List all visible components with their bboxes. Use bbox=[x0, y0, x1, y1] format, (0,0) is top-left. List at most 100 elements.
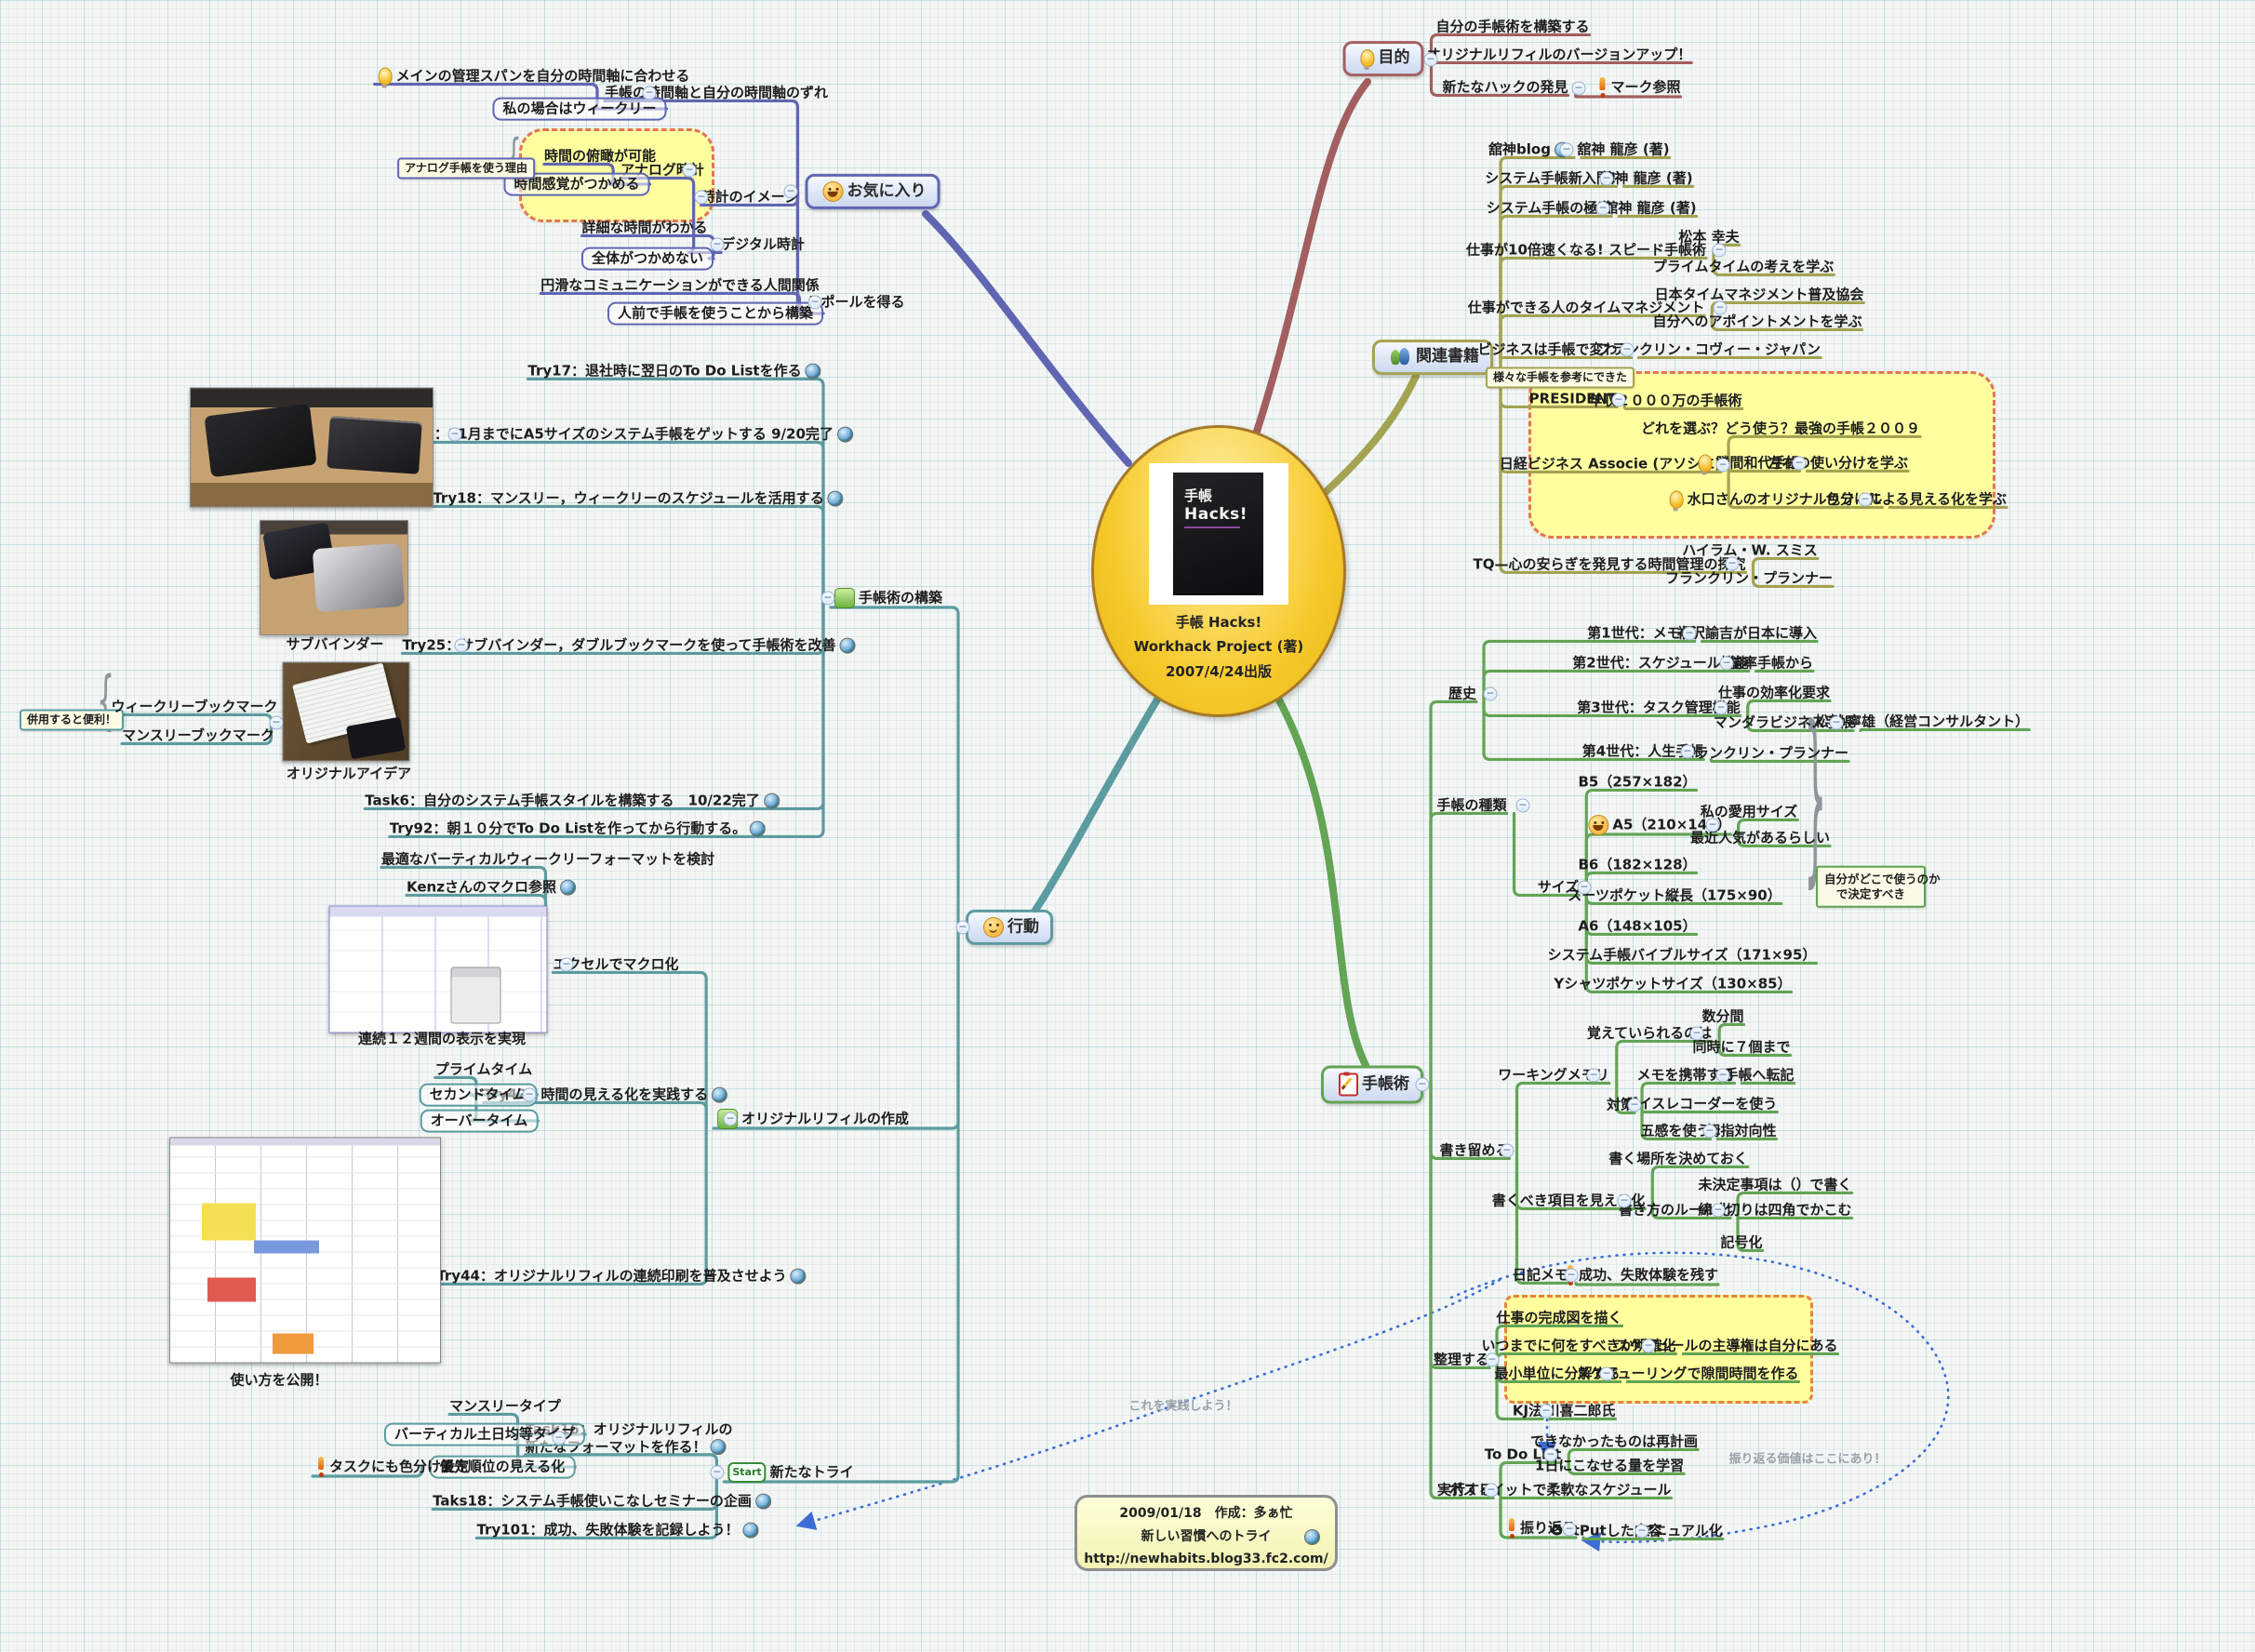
node-h4[interactable]: 第4世代：人生手帳 bbox=[1582, 743, 1703, 761]
collapse-toggle[interactable]: − bbox=[1484, 1483, 1499, 1498]
collapse-toggle[interactable]: − bbox=[1564, 1268, 1579, 1283]
node-b5b[interactable]: 自分へのアポイントメントを学ぶ bbox=[1652, 313, 1861, 331]
globe-icon[interactable] bbox=[710, 1439, 727, 1455]
collapse-toggle[interactable]: − bbox=[1577, 880, 1592, 895]
node-w2[interactable]: 対策 bbox=[1607, 1097, 1635, 1114]
node-k0[interactable]: 書くべき項目を見える化 bbox=[1492, 1192, 1646, 1210]
node-n1c1[interactable]: タスクにも色分け設定 bbox=[313, 1457, 469, 1477]
collapse-toggle[interactable]: − bbox=[1714, 700, 1728, 715]
node-kj[interactable]: KJ法 bbox=[1513, 1403, 1542, 1420]
node-s5[interactable]: A6（148×105） bbox=[1578, 918, 1696, 936]
collapse-toggle[interactable]: − bbox=[1559, 142, 1574, 157]
collapse-toggle[interactable]: − bbox=[1562, 1522, 1577, 1537]
node-w2c1[interactable]: 拇指対向性 bbox=[1706, 1123, 1776, 1140]
node-h4a[interactable]: フランクリン・プランナー bbox=[1681, 745, 1848, 763]
node-b2[interactable]: システム手帳新入門! bbox=[1485, 170, 1616, 188]
node-k1[interactable]: 書く場所を決めておく bbox=[1608, 1151, 1748, 1168]
node-refill[interactable]: オリジナルリフィルの作成 bbox=[714, 1109, 909, 1129]
collapse-toggle[interactable]: − bbox=[682, 163, 697, 178]
node-b7b[interactable]: フランクリン・プランナー bbox=[1665, 570, 1833, 588]
collapse-toggle[interactable]: − bbox=[269, 715, 284, 730]
node-a4[interactable]: Try25：サブバインダー，ダブルブックマークを使って手帳術を改善 bbox=[403, 637, 860, 655]
node-o1[interactable]: 仕事の完成図を描く bbox=[1496, 1310, 1621, 1327]
node-act[interactable]: 行動 bbox=[966, 909, 1053, 946]
collapse-toggle[interactable]: − bbox=[955, 920, 970, 935]
node-w2c[interactable]: 五感を使う bbox=[1640, 1123, 1710, 1140]
collapse-toggle[interactable]: − bbox=[807, 295, 822, 310]
node-e2[interactable]: Try42：時間の見える化を実践する bbox=[484, 1086, 731, 1104]
node-k2c[interactable]: 記号化 bbox=[1720, 1234, 1762, 1252]
node-w2a[interactable]: メモを携帯する bbox=[1636, 1067, 1734, 1085]
node-fav[interactable]: お気に入り bbox=[805, 173, 941, 210]
node-w2b[interactable]: ボイスレコーダーを使う bbox=[1624, 1096, 1778, 1113]
collapse-toggle[interactable]: − bbox=[710, 237, 725, 252]
node-tec[interactable]: 手帳術 bbox=[1321, 1065, 1423, 1104]
node-a2[interactable]: Task2：11月までにA5サイズのシステム手帳をゲットする 9/20完了 bbox=[390, 426, 857, 444]
node-k2a[interactable]: 未決定事項は（）で書く bbox=[1698, 1177, 1851, 1194]
node-doit[interactable]: 実行する bbox=[1437, 1482, 1493, 1499]
collapse-toggle[interactable]: − bbox=[1485, 1352, 1500, 1367]
node-h3[interactable]: 第3世代：タスク管理機能 bbox=[1577, 699, 1740, 717]
node-photoC[interactable] bbox=[282, 661, 410, 762]
node-wm[interactable]: ワーキングメモリ bbox=[1498, 1067, 1609, 1085]
node-k2[interactable]: 書き方のルール化 bbox=[1619, 1202, 1730, 1219]
node-d1[interactable]: 成功、失敗体験を残す bbox=[1562, 1265, 1718, 1286]
node-kja[interactable]: 川喜二郎氏 bbox=[1545, 1403, 1615, 1420]
node-size[interactable]: サイズ bbox=[1538, 879, 1580, 897]
node-h3b[interactable]: マンダラビジネス手帳 bbox=[1714, 714, 1853, 732]
node-pur[interactable]: 目的 bbox=[1342, 41, 1424, 76]
node-bm2[interactable]: マンスリーブックマーク bbox=[122, 727, 274, 745]
node-s1[interactable]: B5（257×182） bbox=[1578, 774, 1696, 792]
node-n1a[interactable]: マンスリータイプ bbox=[449, 1398, 561, 1416]
collapse-toggle[interactable]: − bbox=[642, 86, 657, 100]
node-b4b[interactable]: プライムタイムの考えを学ぶ bbox=[1653, 259, 1834, 276]
collapse-toggle[interactable]: − bbox=[783, 184, 798, 199]
globe-icon[interactable] bbox=[836, 426, 853, 443]
globe-icon[interactable] bbox=[559, 879, 576, 896]
node-hist[interactable]: 歴史 bbox=[1448, 686, 1476, 703]
collapse-toggle[interactable]: − bbox=[1620, 342, 1635, 357]
collapse-toggle[interactable]: − bbox=[1712, 243, 1727, 258]
collapse-toggle[interactable]: − bbox=[821, 591, 835, 606]
node-b3[interactable]: システム手帳の極意 bbox=[1487, 200, 1612, 218]
collapse-toggle[interactable]: − bbox=[1595, 201, 1610, 216]
node-s2a[interactable]: 私の愛用サイズ bbox=[1701, 804, 1798, 821]
node-s3[interactable]: B6（182×128） bbox=[1578, 857, 1696, 874]
node-s7[interactable]: Yシャツポケットサイズ（130×85） bbox=[1554, 976, 1791, 993]
node-f1[interactable]: 手帳の時間軸と自分の時間軸のずれ bbox=[605, 85, 828, 102]
globe-icon[interactable] bbox=[763, 793, 780, 809]
collapse-toggle[interactable]: − bbox=[1483, 686, 1498, 701]
collapse-toggle[interactable]: − bbox=[1715, 1068, 1730, 1083]
node-w2a1[interactable]: 手帳へ転記 bbox=[1724, 1067, 1794, 1085]
globe-icon[interactable] bbox=[839, 637, 856, 654]
collapse-toggle[interactable]: − bbox=[1627, 1098, 1642, 1112]
collapse-toggle[interactable]: − bbox=[1617, 1193, 1632, 1208]
collapse-toggle[interactable]: − bbox=[447, 427, 462, 442]
collapse-toggle[interactable]: − bbox=[1543, 1447, 1558, 1462]
attribution-url[interactable]: http://newhabits.blog33.fc2.com/ bbox=[1084, 1552, 1328, 1566]
node-f3[interactable]: ラポールを得る bbox=[807, 294, 904, 312]
collapse-toggle[interactable]: − bbox=[1705, 818, 1720, 833]
node-photoB[interactable] bbox=[260, 520, 408, 635]
node-n2[interactable]: Taks18：システム手帳使いこなしセミナーの企画 bbox=[433, 1493, 775, 1511]
node-photoA[interactable] bbox=[190, 387, 434, 508]
node-e2a[interactable]: プライムタイム bbox=[435, 1061, 532, 1079]
collapse-toggle[interactable]: − bbox=[1599, 1366, 1614, 1381]
node-write[interactable]: 書き留める bbox=[1439, 1142, 1509, 1160]
collapse-toggle[interactable]: − bbox=[1423, 52, 1438, 67]
collapse-toggle[interactable]: − bbox=[1586, 1068, 1601, 1083]
node-f3a[interactable]: 円滑なコミュニケーションができる人間関係 bbox=[540, 277, 819, 295]
collapse-toggle[interactable]: − bbox=[1539, 1404, 1554, 1419]
node-b6[interactable]: ビジネスは手帳で変わる bbox=[1477, 341, 1631, 359]
node-f2b2[interactable]: 全体がつかめない bbox=[580, 246, 714, 271]
node-f2b1[interactable]: 詳細な時間がわかる bbox=[581, 220, 707, 237]
node-n3[interactable]: Try101：成功、失敗体験を記録しよう！ bbox=[476, 1522, 762, 1539]
node-w1[interactable]: 覚えていられるのは bbox=[1587, 1025, 1712, 1043]
collapse-toggle[interactable]: − bbox=[1711, 1203, 1726, 1218]
node-f1b[interactable]: 私の場合はウィークリー bbox=[492, 97, 667, 121]
node-c2c[interactable]: 水口さんのオリジナルリフィル bbox=[1666, 490, 1882, 512]
node-o2a[interactable]: スケジュールの主導権は自分にある bbox=[1616, 1338, 1838, 1355]
collapse-toggle[interactable]: − bbox=[1680, 744, 1695, 759]
node-n1c[interactable]: 優先順位の見える化 bbox=[429, 1455, 576, 1479]
node-h2[interactable]: 第2世代：スケジュール機能 bbox=[1572, 655, 1748, 673]
